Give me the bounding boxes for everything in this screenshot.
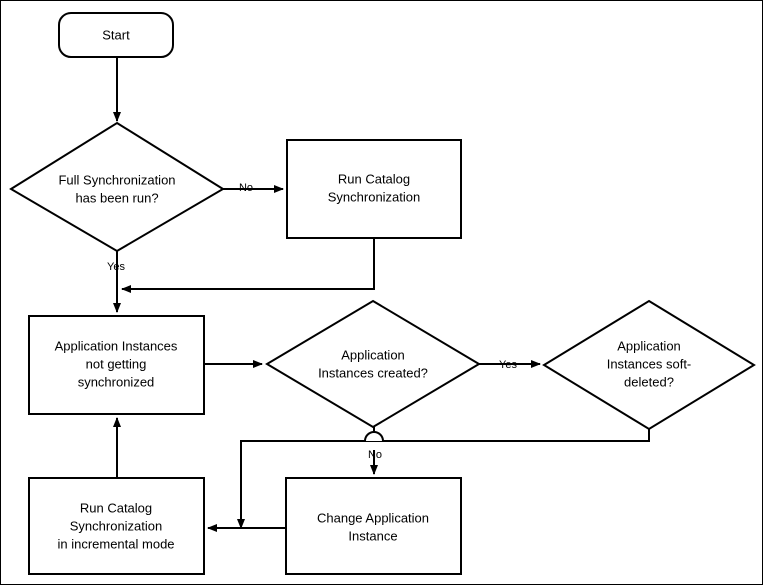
run-catalog-sync-shape [286,139,462,239]
node-decision-instances-created[interactable]: Application Instances created? [265,299,481,429]
decision-instances-created-label-line1: Application [341,347,405,362]
node-decision-full-synchronization[interactable]: Full Synchronization has been run? [9,121,225,253]
line-jump-hop [364,431,384,442]
node-change-application-instance[interactable]: Change Application Instance [285,477,462,575]
decision-soft-deleted-shape [542,299,756,431]
change-app-instance-label-line2: Instance [348,528,397,543]
change-app-instance-shape [285,477,462,575]
app-instances-not-sync-label-line1: Application Instances [55,338,178,353]
decision-full-sync-shape [9,121,225,253]
node-decision-instances-soft-deleted[interactable]: Application Instances soft- deleted? [542,299,756,431]
edge-soft-deleted-to-return-line [240,429,650,524]
run-catalog-sync-label-line2: Synchronization [328,189,421,204]
node-run-catalog-sync-incremental[interactable]: Run Catalog Synchronization in increment… [28,477,205,575]
app-instances-not-sync-shape [28,315,205,415]
edge-run-catalog-sync-to-yes-branch [121,238,375,293]
app-instances-not-sync-label-line2: not getting [86,356,147,371]
edge-label-full-sync-no: No [239,182,253,194]
app-instances-not-sync-label-line3: synchronized [78,374,155,389]
decision-instances-created-shape [265,299,481,429]
edge-label-full-sync-yes: Yes [107,261,125,273]
decision-full-sync-label-line2: has been run? [75,190,158,205]
start-label: Start [102,27,130,42]
decision-soft-deleted-label-line1: Application [617,338,681,353]
decision-full-sync-label-line1: Full Synchronization [58,172,175,187]
start-shape [58,12,174,58]
change-app-instance-label-line1: Change Application [317,510,429,525]
run-catalog-sync-label-line1: Run Catalog [338,171,410,186]
node-run-catalog-synchronization[interactable]: Run Catalog Synchronization [286,139,462,239]
decision-soft-deleted-label-line3: deleted? [624,374,674,389]
edge-label-instances-created-no: No [368,449,382,461]
edge-label-instances-created-yes: Yes [499,359,517,371]
run-catalog-sync-incremental-label-line3: in incremental mode [57,536,174,551]
run-catalog-sync-incremental-label-line2: Synchronization [70,518,163,533]
decision-soft-deleted-label-line2: Instances soft- [607,356,692,371]
run-catalog-sync-incremental-shape [28,477,205,575]
node-app-instances-not-synchronized[interactable]: Application Instances not getting synchr… [28,315,205,415]
run-catalog-sync-incremental-label-line1: Run Catalog [80,500,152,515]
node-start[interactable]: Start [58,12,174,58]
decision-instances-created-label-line2: Instances created? [318,365,428,380]
